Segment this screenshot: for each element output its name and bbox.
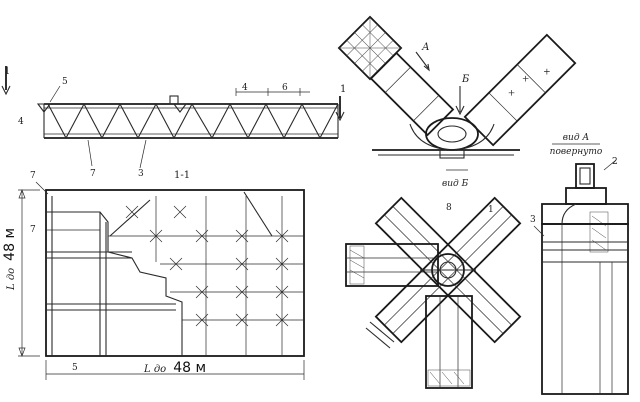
truss-label-7: 7 <box>90 169 96 179</box>
section-mark: 1 <box>4 66 10 77</box>
view-a-caption-rotated: повернуто <box>550 147 603 157</box>
section-plan <box>18 181 305 380</box>
star-label-top: 8 <box>446 203 452 213</box>
side-view-a <box>533 159 629 395</box>
dimension-height: L до 48 м <box>1 228 18 291</box>
side-label-2: 2 <box>612 157 618 167</box>
plan-label-corner: 7 <box>30 171 36 181</box>
dimension-width: L до 48 м <box>143 359 206 376</box>
truss-label-3: 3 <box>138 169 144 179</box>
view-a-caption: вид А <box>563 133 590 143</box>
plan-label-left: 7 <box>30 225 36 235</box>
view-a-arrow-label: А <box>421 42 430 53</box>
section-title: 1-1 <box>174 170 190 181</box>
plan-label-bottom: 5 <box>72 363 78 373</box>
truss-label-4: 4 <box>242 83 248 93</box>
v-joint-view <box>337 15 577 171</box>
view-b-arrow-label: Б <box>461 74 470 85</box>
truss-elevation <box>1 66 345 169</box>
truss-label-5: 5 <box>62 77 68 87</box>
star-label-side: 1 <box>488 205 494 215</box>
view-b-caption: вид Б <box>442 179 469 189</box>
truss-label-6: 6 <box>282 83 288 93</box>
star-joint-view <box>345 196 522 389</box>
side-label-3: 3 <box>530 215 536 225</box>
truss-label-left: 4 <box>18 117 24 127</box>
section-mark-right: 1 <box>340 84 346 95</box>
